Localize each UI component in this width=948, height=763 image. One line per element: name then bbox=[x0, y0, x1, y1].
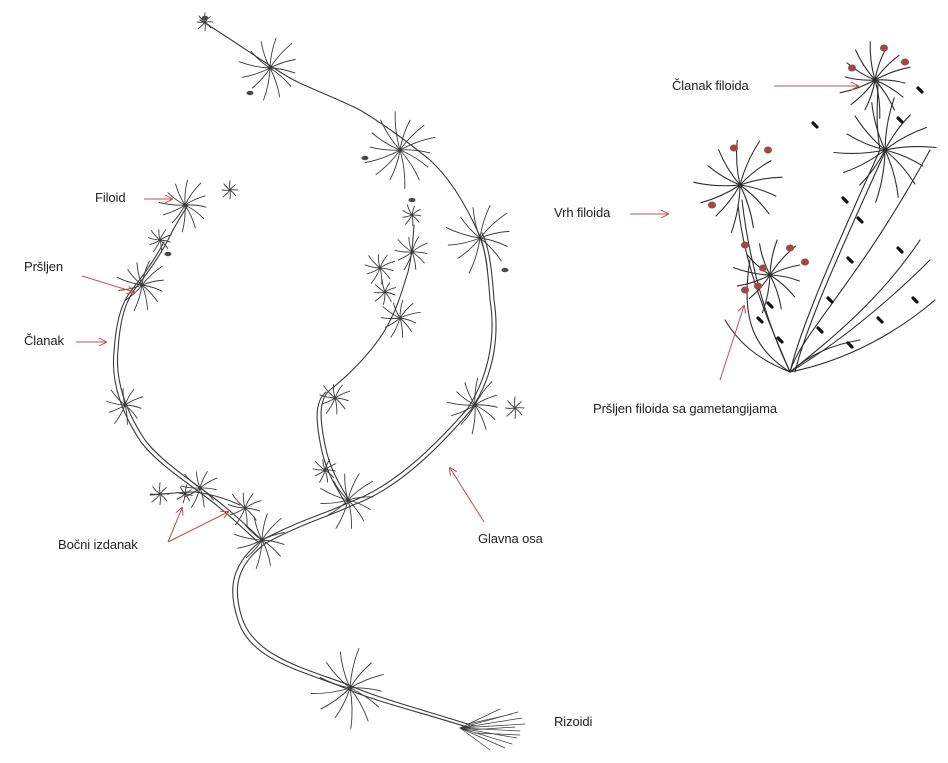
label-bocni-izdanak: Bočni izdanak bbox=[58, 537, 138, 552]
label-rizoidi: Rizoidi bbox=[554, 714, 592, 729]
label-vrh-filoida: Vrh filoida bbox=[554, 205, 610, 220]
arrow-bocni-izdanak-1 bbox=[168, 508, 182, 542]
label-glavna-osa: Glavna osa bbox=[478, 531, 543, 546]
arrow-bocni-izdanak-2 bbox=[168, 512, 228, 542]
label-filoid: Filoid bbox=[95, 190, 125, 205]
label-clanak: Članak bbox=[24, 333, 64, 348]
label-clanak-filoida: Članak filoida bbox=[672, 78, 749, 93]
label-prsljen-filoida: Pršljen filoida sa gametangijama bbox=[593, 401, 777, 416]
arrow-prsljen-filoida bbox=[720, 306, 744, 380]
arrow-glavna-osa bbox=[450, 468, 484, 522]
label-prsljen: Pršljen bbox=[24, 259, 63, 274]
arrow-prsljen bbox=[82, 276, 134, 292]
